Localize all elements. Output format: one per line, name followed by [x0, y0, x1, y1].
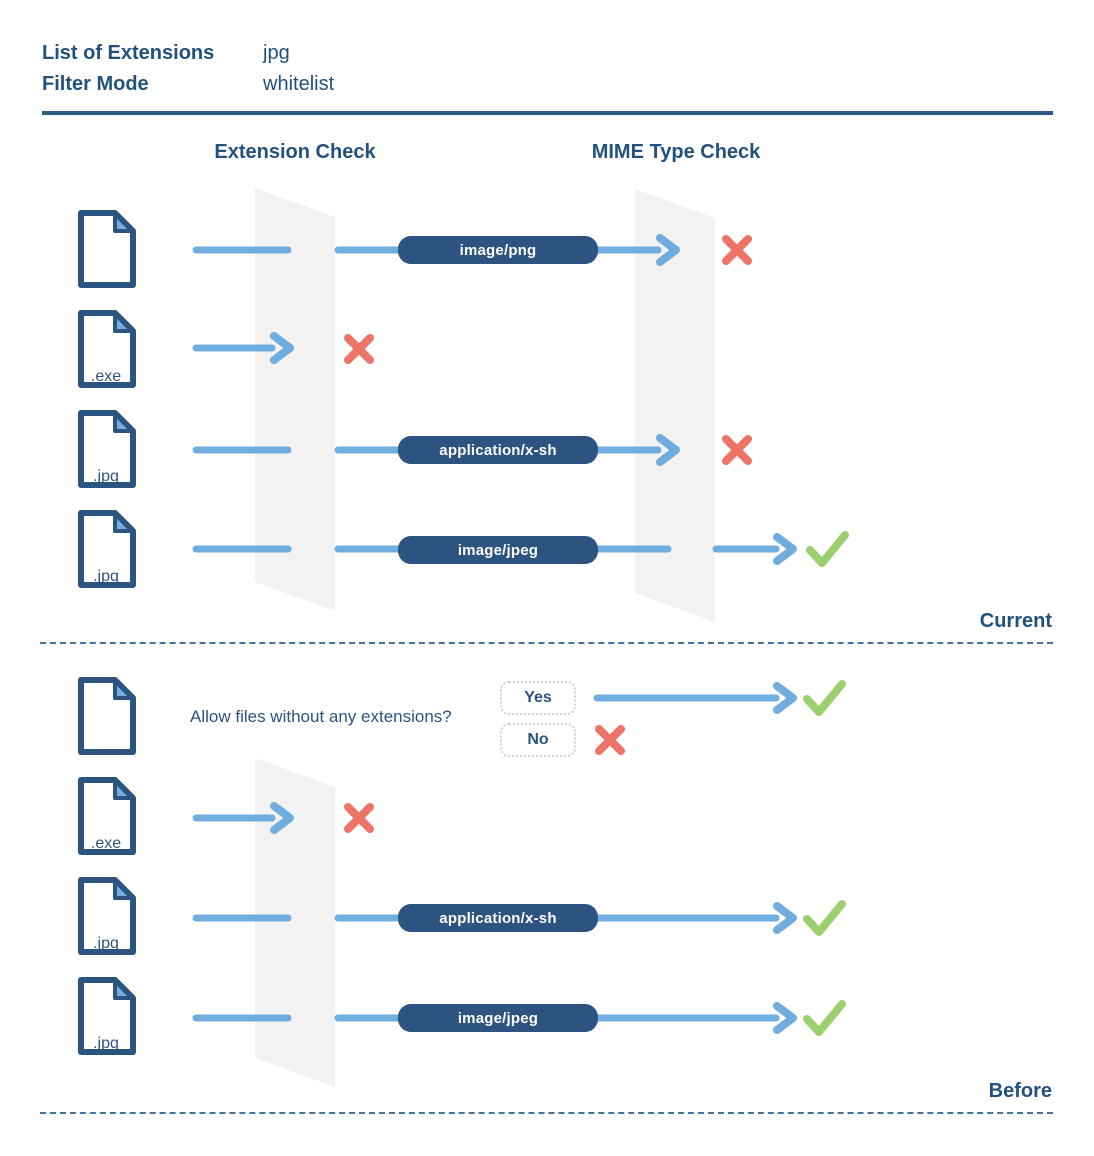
mime-filter-panel	[635, 189, 715, 622]
document-icon	[78, 210, 136, 288]
header-rule	[42, 111, 1053, 115]
file-icon: .exe	[76, 775, 138, 857]
file-extension-label: .jpg	[93, 568, 119, 585]
filter-mode-setting: Filter Mode whitelist	[42, 69, 334, 100]
file-icon: .exe	[76, 308, 138, 390]
cross-icon	[344, 334, 374, 364]
arrowhead-icon	[656, 434, 680, 466]
cross-icon	[344, 803, 374, 833]
before-extension-filter-panel	[255, 758, 335, 1087]
file-icon: .jpg	[76, 875, 138, 957]
document-icon	[78, 777, 136, 855]
file-icon: .jpg	[76, 508, 138, 590]
arrowhead-icon	[773, 533, 797, 565]
no-extension-question: Allow files without any extensions?	[190, 707, 452, 726]
filter-mode-label: Filter Mode	[42, 73, 149, 95]
settings-summary: List of Extensions jpg Filter Mode white…	[42, 38, 334, 100]
arrowhead-icon	[270, 332, 294, 364]
document-icon	[78, 410, 136, 488]
current-section-label: Current	[979, 610, 1052, 632]
file-extension-label: .jpg	[93, 935, 119, 952]
filter-mode-value: whitelist	[263, 73, 335, 95]
document-icon	[78, 977, 136, 1055]
mime-type-check-heading: MIME Type Check	[591, 141, 761, 163]
extensions-label: List of Extensions	[42, 42, 215, 64]
file-icon: .jpg	[76, 408, 138, 490]
extension-filter-panel	[255, 188, 335, 611]
mime-pill: application/x-sh	[398, 904, 598, 932]
arrowhead-icon	[270, 802, 294, 834]
extension-check-heading: Extension Check	[214, 141, 376, 163]
extensions-value: jpg	[263, 42, 290, 64]
section-divider	[40, 1112, 1053, 1114]
check-icon	[803, 680, 846, 716]
file-extension-label: .exe	[90, 368, 122, 385]
extensions-setting: List of Extensions jpg	[42, 38, 334, 69]
mime-pill: image/png	[398, 236, 598, 264]
cross-icon	[595, 725, 625, 755]
file-extension-label: .jpg	[93, 468, 119, 485]
mime-pill: image/jpeg	[398, 536, 598, 564]
section-divider	[40, 642, 1053, 644]
document-icon	[78, 310, 136, 388]
arrowhead-icon	[656, 234, 680, 266]
mime-pill: application/x-sh	[398, 436, 598, 464]
no-option: No	[500, 723, 576, 757]
arrowhead-icon	[773, 682, 797, 714]
before-section-label: Before	[988, 1080, 1052, 1102]
file-icon	[76, 675, 138, 757]
document-icon	[78, 677, 136, 755]
file-icon	[76, 208, 138, 290]
file-extension-label: .exe	[90, 835, 122, 852]
arrowhead-icon	[773, 1002, 797, 1034]
check-icon	[803, 900, 846, 936]
arrowhead-icon	[773, 902, 797, 934]
file-icon: .jpg	[76, 975, 138, 1057]
cross-icon	[722, 235, 752, 265]
cross-icon	[722, 435, 752, 465]
document-icon	[78, 877, 136, 955]
check-icon	[803, 1000, 846, 1036]
yes-option: Yes	[500, 681, 576, 715]
check-icon	[806, 531, 849, 567]
document-icon	[78, 510, 136, 588]
file-extension-label: .jpg	[93, 1035, 119, 1052]
mime-pill: image/jpeg	[398, 1004, 598, 1032]
